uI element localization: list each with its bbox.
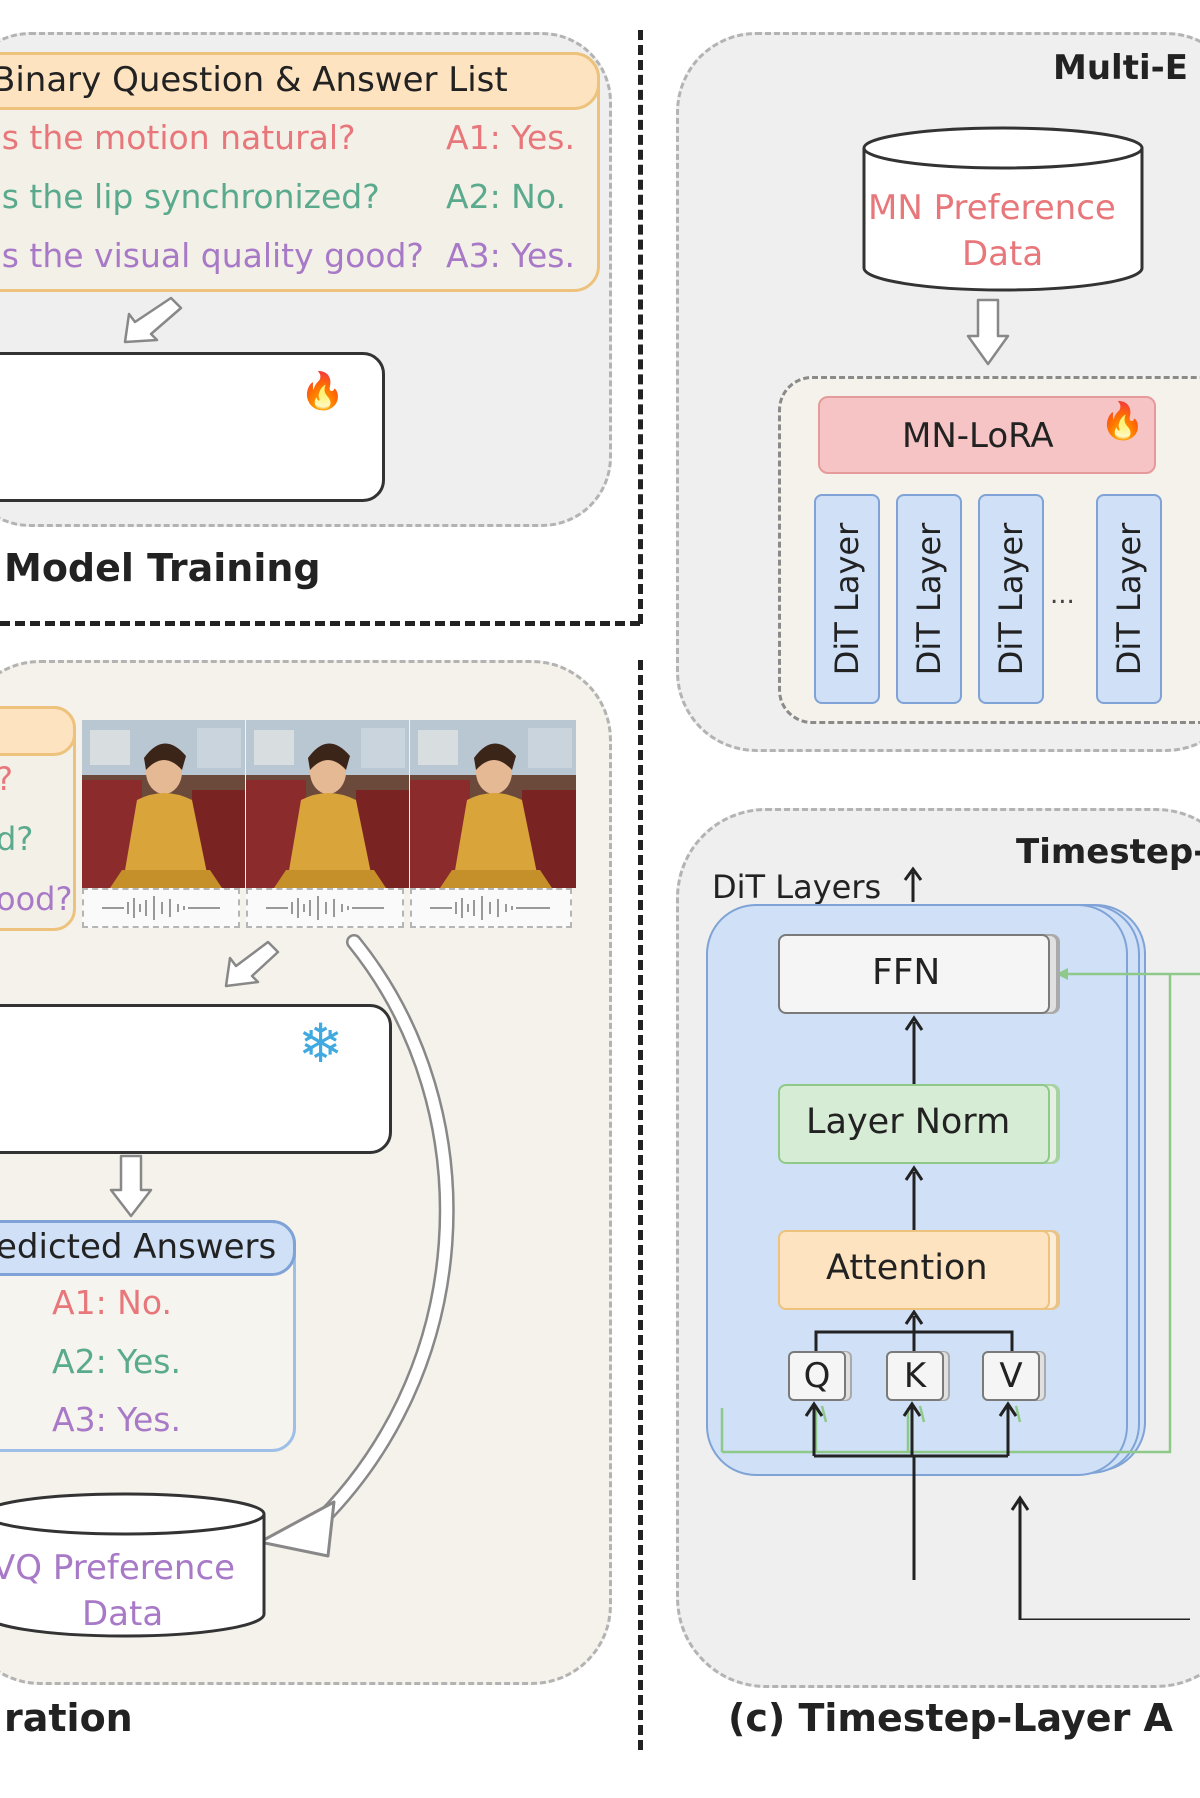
separator-vertical: [638, 30, 643, 624]
k-block: K: [886, 1351, 944, 1401]
video-frame-3: [410, 720, 576, 888]
model-training-caption: Model Training: [4, 546, 321, 590]
snowflake-icon: ❄: [298, 1012, 344, 1075]
dit-layer-3: DiT Layer: [978, 494, 1044, 704]
dit-layers-up-arrow: [903, 866, 923, 902]
flame-icon: 🔥: [300, 371, 345, 412]
dit-layer-2: DiT Layer: [896, 494, 962, 704]
qa-list-title: Binary Question & Answer List: [0, 60, 508, 100]
separator-vertical-lower: [638, 660, 643, 1750]
qkv-input-lines: [804, 1401, 1190, 1620]
video-frame-2: [246, 720, 409, 888]
separator-horizontal: [0, 621, 640, 626]
answer-1: A1: Yes.: [446, 118, 575, 157]
vq-preference-label-line2: Data: [82, 1594, 164, 1634]
dit-layer-2-label: DiT Layer: [910, 522, 948, 676]
mn-preference-label-line2: Data: [962, 234, 1044, 274]
ffn-label: FFN: [872, 952, 941, 993]
predicted-answers-header: [0, 1220, 296, 1276]
question-1: Is the motion natural?: [0, 118, 356, 157]
timestep-side-connections: [720, 968, 1200, 1454]
norm-to-ffn-arrow: [904, 1015, 924, 1086]
vq-preference-database: [0, 1492, 266, 1638]
dit-layer-4-label: DiT Layer: [1110, 522, 1148, 676]
timestep-title: Timestep-: [1016, 832, 1200, 872]
mn-lora-block: [818, 396, 1156, 474]
predicted-answer-1: A1: No.: [52, 1283, 172, 1322]
question-2: Is the lip synchronized?: [0, 177, 380, 216]
partial-question-2: d?: [0, 820, 34, 858]
timestep-layer-caption: (c) Timestep-Layer A: [728, 1696, 1173, 1740]
predicted-answer-2: A2: Yes.: [52, 1342, 181, 1381]
attention-label: Attention: [826, 1248, 988, 1288]
audio-waveform-1: [82, 888, 240, 928]
video-frame-1: [82, 720, 245, 888]
frozen-model-box: [0, 1004, 392, 1154]
answer-2: A2: No.: [446, 177, 566, 216]
qkv-merge-lines: [814, 1310, 1014, 1352]
dit-layers-label: DiT Layers: [712, 868, 882, 906]
mn-lora-label: MN-LoRA: [902, 416, 1054, 456]
mn-preference-database: [862, 126, 1144, 292]
dit-layer-1: DiT Layer: [814, 494, 880, 704]
question-list-partial-header: [0, 706, 76, 756]
question-3: Is the visual quality good?: [0, 236, 424, 275]
curved-arrow-head: [258, 1500, 336, 1558]
audio-waveform-3: [410, 888, 572, 928]
answer-3: A3: Yes.: [446, 236, 575, 275]
db-to-lora-arrow: [966, 298, 1010, 366]
mn-preference-label-line1: MN Preference: [868, 188, 1116, 228]
predicted-answer-3: A3: Yes.: [52, 1400, 181, 1439]
dit-layer-3-label: DiT Layer: [992, 522, 1030, 676]
dit-layer-4: DiT Layer: [1096, 494, 1162, 704]
vq-preference-label-line1: VQ Preference: [0, 1548, 236, 1588]
layer-norm-block: [778, 1084, 1050, 1164]
ffn-block: [778, 934, 1050, 1014]
frames-to-database-curved-arrow: [292, 934, 455, 1548]
attention-block: [778, 1230, 1050, 1310]
multi-expert-title: Multi-E: [1053, 48, 1188, 88]
model-to-answers-arrow: [109, 1154, 153, 1218]
q-block: Q: [788, 1351, 846, 1401]
training-model-box: [0, 352, 385, 502]
qa-list-header: [0, 52, 600, 110]
partial-question-3: ood?: [0, 880, 73, 918]
partial-question-1: ?: [0, 760, 13, 798]
predicted-answers-title: edicted Answers: [0, 1227, 277, 1267]
frames-to-model-arrow: [224, 940, 280, 988]
qa-to-model-arrow: [123, 296, 183, 344]
dit-layer-1-label: DiT Layer: [828, 522, 866, 676]
dit-layer-ellipsis: ...: [1050, 580, 1075, 610]
data-generation-caption: ration: [4, 1696, 133, 1740]
layer-norm-label: Layer Norm: [806, 1102, 1011, 1142]
attn-to-norm-arrow: [904, 1165, 924, 1232]
v-block: V: [982, 1351, 1040, 1401]
audio-waveform-2: [246, 888, 404, 928]
lora-flame-icon: 🔥: [1100, 401, 1145, 442]
